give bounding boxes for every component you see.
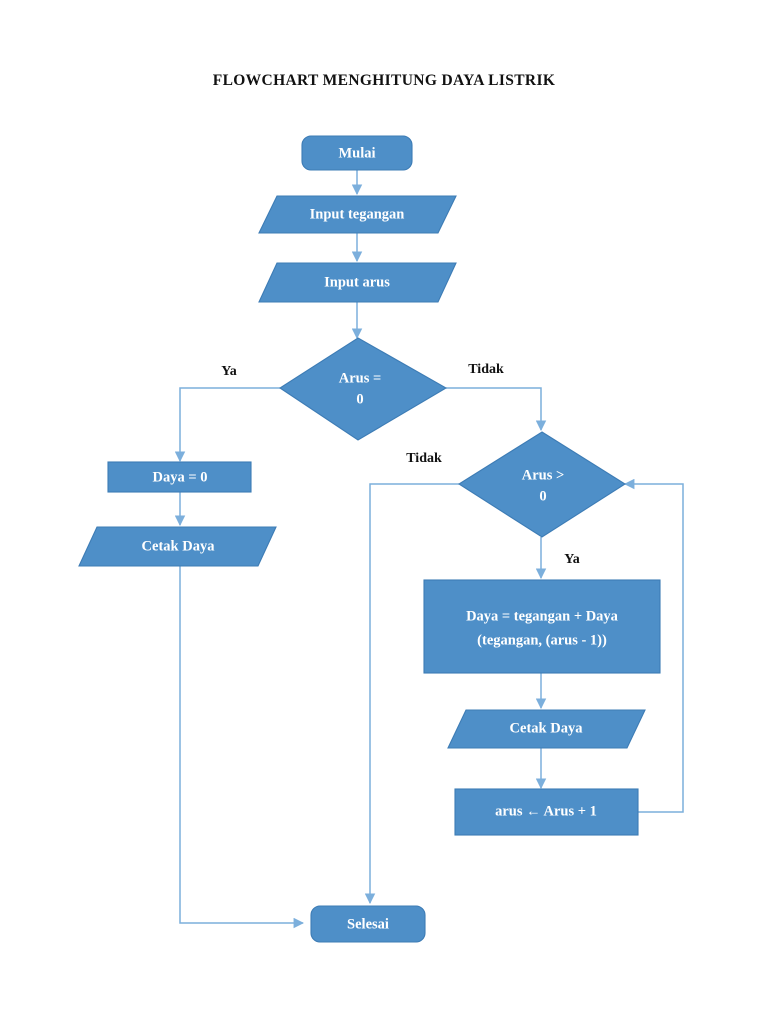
node-cetak-daya-kiri[interactable]: Cetak Daya	[78, 526, 277, 567]
input-arus-label: Input arus	[324, 274, 390, 290]
proses-daya-label-line1: Daya = tegangan + Daya	[466, 608, 619, 624]
node-selesai[interactable]: Selesai	[310, 905, 426, 943]
node-input-tegangan[interactable]: Input tegangan	[258, 195, 457, 234]
mulai-label: Mulai	[338, 145, 375, 161]
cetak-daya-kiri-label: Cetak Daya	[142, 538, 216, 554]
edge-inkrement-loop-back-to-decision2	[623, 478, 684, 813]
proses-daya-label-line2: (tegangan, (arus - 1))	[477, 632, 607, 648]
input-tegangan-label: Input tegangan	[310, 206, 405, 222]
node-daya-nol[interactable]: Daya = 0	[107, 461, 252, 493]
edge-cetak-daya-kiri-to-selesai	[179, 566, 305, 929]
edge-decision1-tidak-to-decision2	[446, 387, 547, 432]
cetak-daya-kanan-label: Cetak Daya	[510, 720, 584, 736]
branch-label-ya-decision2: Ya	[564, 552, 580, 567]
node-input-arus[interactable]: Input arus	[258, 262, 457, 303]
inkrement-arus-label: arus ← Arus + 1	[495, 803, 597, 819]
input-arus-shape	[258, 262, 457, 303]
node-decision-arus-gt-0[interactable]: Arus > 0	[457, 431, 627, 538]
node-inkrement-arus[interactable]: arus ← Arus + 1	[454, 788, 639, 836]
mulai-shape	[301, 135, 413, 171]
inkrement-arus-shape	[454, 788, 639, 836]
input-tegangan-shape	[258, 195, 457, 234]
branch-label-tidak-decision2: Tidak	[406, 451, 442, 466]
decision-arus-eq-0-shape	[278, 337, 448, 441]
daya-nol-shape	[107, 461, 252, 493]
selesai-label: Selesai	[347, 916, 389, 932]
daya-nol-label: Daya = 0	[153, 469, 208, 485]
decision-arus-eq-0-label-line1: Arus =	[339, 370, 382, 386]
cetak-daya-kanan-shape	[447, 709, 646, 749]
edge-decision1-ya-to-daya-nol	[174, 387, 280, 463]
decision-arus-gt-0-label-line2: 0	[539, 488, 546, 504]
selesai-shape	[310, 905, 426, 943]
decision-arus-gt-0-shape	[457, 431, 627, 538]
decision-arus-eq-0-label-line2: 0	[356, 391, 363, 407]
node-decision-arus-eq-0[interactable]: Arus = 0	[278, 337, 448, 441]
decision-arus-gt-0-label-line1: Arus >	[522, 467, 565, 483]
edge-decision2-tidak-to-selesai	[364, 483, 459, 905]
proses-daya-shape	[423, 579, 661, 674]
connectors	[174, 170, 684, 929]
cetak-daya-kiri-shape	[78, 526, 277, 567]
node-proses-daya[interactable]: Daya = tegangan + Daya (tegangan, (arus …	[423, 579, 661, 674]
branch-label-ya-decision1: Ya	[221, 364, 237, 379]
node-cetak-daya-kanan[interactable]: Cetak Daya	[447, 709, 646, 749]
node-mulai[interactable]: Mulai	[301, 135, 413, 171]
branch-label-tidak-decision1: Tidak	[468, 362, 504, 377]
page-title: FLOWCHART MENGHITUNG DAYA LISTRIK	[212, 72, 556, 89]
